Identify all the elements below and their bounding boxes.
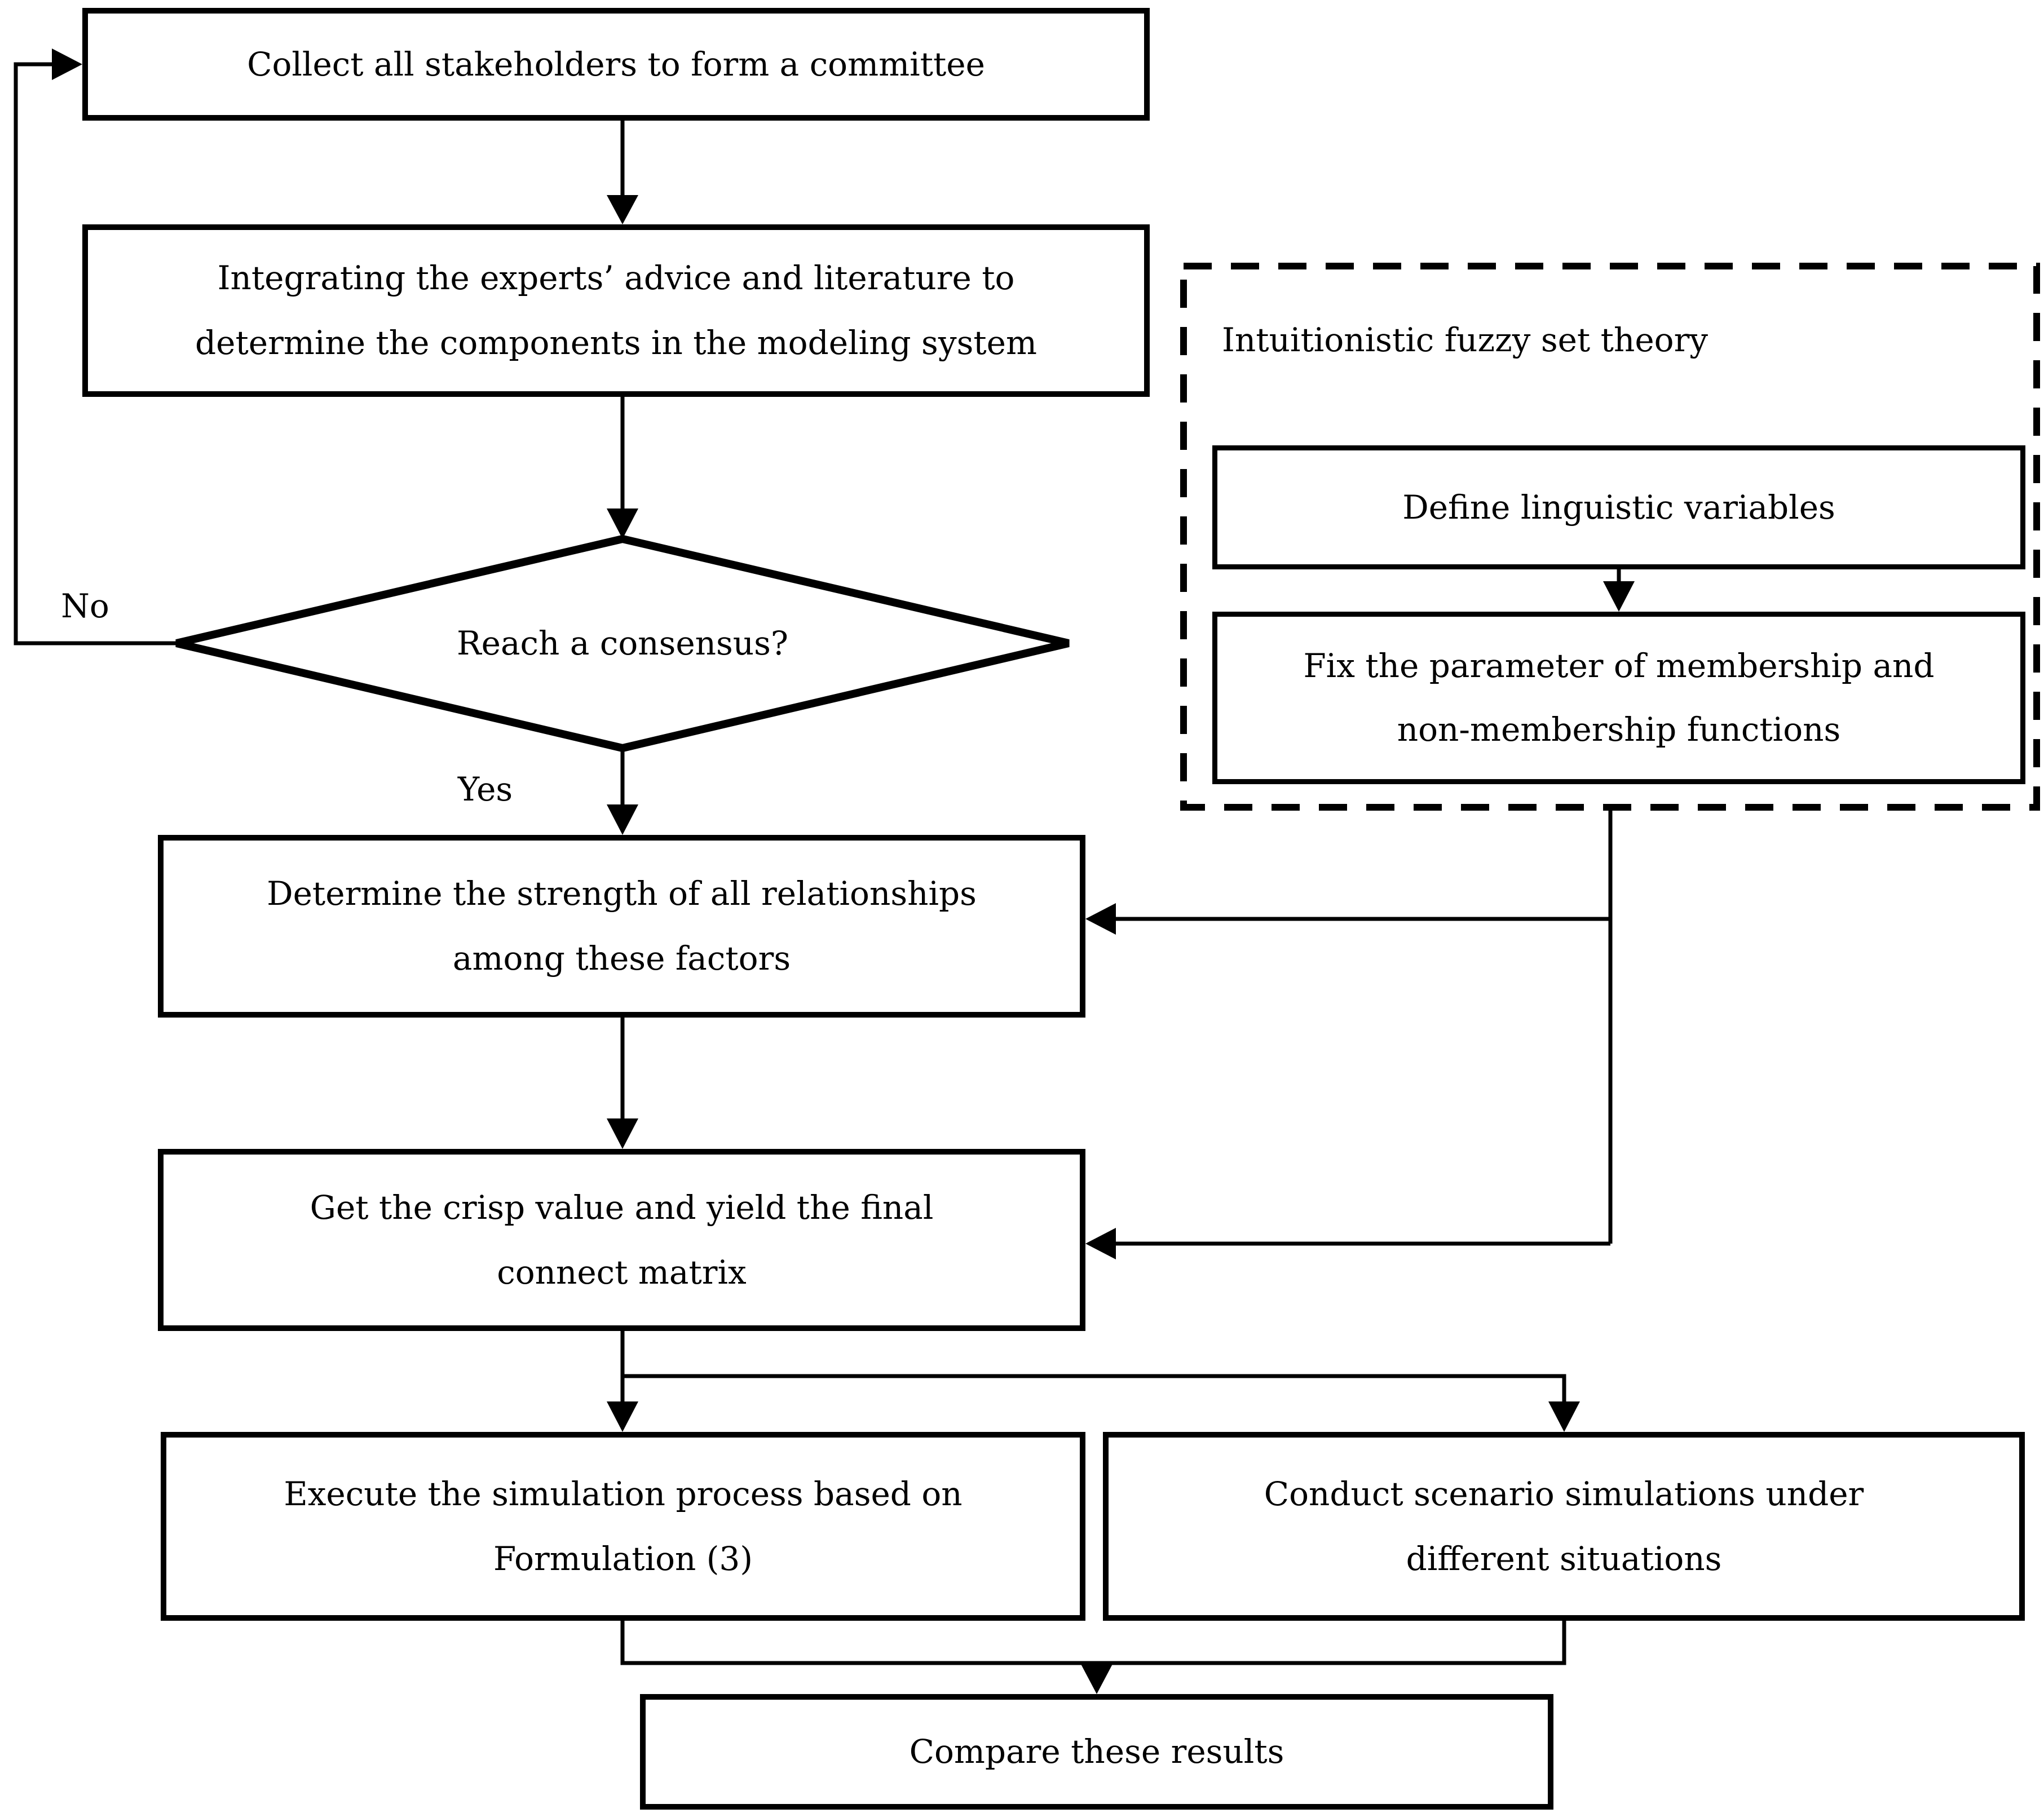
node-label-line: among these factors xyxy=(452,939,791,978)
arrowhead-into-integrate xyxy=(607,195,638,224)
group-dashed-frame xyxy=(1180,263,2040,811)
edge-crisp-conduct xyxy=(623,1374,1566,1401)
node-label-line: Compare these results xyxy=(909,1732,1284,1771)
node-label-line: Determine the strength of all relationsh… xyxy=(267,874,977,913)
arrowhead-into-execute xyxy=(607,1401,638,1432)
node-conduct-scenarios: Conduct scenario simulations under diffe… xyxy=(1103,1432,2025,1621)
edge-label-no: No xyxy=(61,587,109,626)
arrowhead-into-determine xyxy=(607,804,638,835)
node-label-line: different situations xyxy=(1406,1539,1722,1578)
node-label-line: Fix the parameter of membership and xyxy=(1303,647,1935,686)
decision-label: Reach a consensus? xyxy=(456,624,789,663)
node-label-line: Integrating the experts’ advice and lite… xyxy=(217,259,1015,298)
consensus-diamond-shape xyxy=(175,534,1070,753)
node-integrate-advice: Integrating the experts’ advice and lite… xyxy=(82,224,1150,397)
node-label-line: Get the crisp value and yield the final xyxy=(310,1188,934,1227)
arrowhead-into-consensus xyxy=(607,508,638,539)
node-crisp-value: Get the crisp value and yield the final … xyxy=(158,1149,1085,1331)
node-label-line: connect matrix xyxy=(497,1253,747,1292)
node-collect-stakeholders: Collect all stakeholders to form a commi… xyxy=(82,8,1150,121)
node-compare-results: Compare these results xyxy=(640,1694,1553,1810)
arrowhead-into-conduct xyxy=(1548,1401,1580,1432)
node-label-line: Formulation (3) xyxy=(493,1539,753,1578)
node-label-line: Conduct scenario simulations under xyxy=(1264,1474,1864,1513)
arrowhead-into-fix xyxy=(1603,581,1635,612)
node-label-line: Define linguistic variables xyxy=(1402,488,1835,527)
node-label-line: non-membership functions xyxy=(1397,710,1841,749)
node-execute-simulation: Execute the simulation process based on … xyxy=(161,1432,1085,1621)
node-label-line: determine the components in the modeling… xyxy=(195,324,1037,362)
group-title-intuitionistic-fuzzy: Intuitionistic fuzzy set theory xyxy=(1222,320,1709,359)
arrowhead-into-compare xyxy=(1081,1664,1112,1694)
edge-no-feedback xyxy=(14,62,176,645)
node-define-linguistic-variables: Define linguistic variables xyxy=(1212,445,2025,569)
node-label-line: Collect all stakeholders to form a commi… xyxy=(247,45,985,83)
node-label-line: Execute the simulation process based on xyxy=(284,1474,963,1513)
node-consensus-decision: Reach a consensus? xyxy=(176,539,1069,748)
arrowhead-into-crisp xyxy=(607,1118,638,1149)
node-fix-membership-parameters: Fix the parameter of membership and non-… xyxy=(1212,612,2025,784)
edge-merge-bar xyxy=(620,1621,1566,1665)
arrowhead-group-into-determine xyxy=(1085,903,1116,935)
edge-label-yes: Yes xyxy=(457,770,513,808)
node-determine-strength: Determine the strength of all relationsh… xyxy=(158,835,1085,1018)
arrowhead-group-into-crisp xyxy=(1085,1228,1116,1259)
arrowhead-into-collect xyxy=(52,48,82,80)
